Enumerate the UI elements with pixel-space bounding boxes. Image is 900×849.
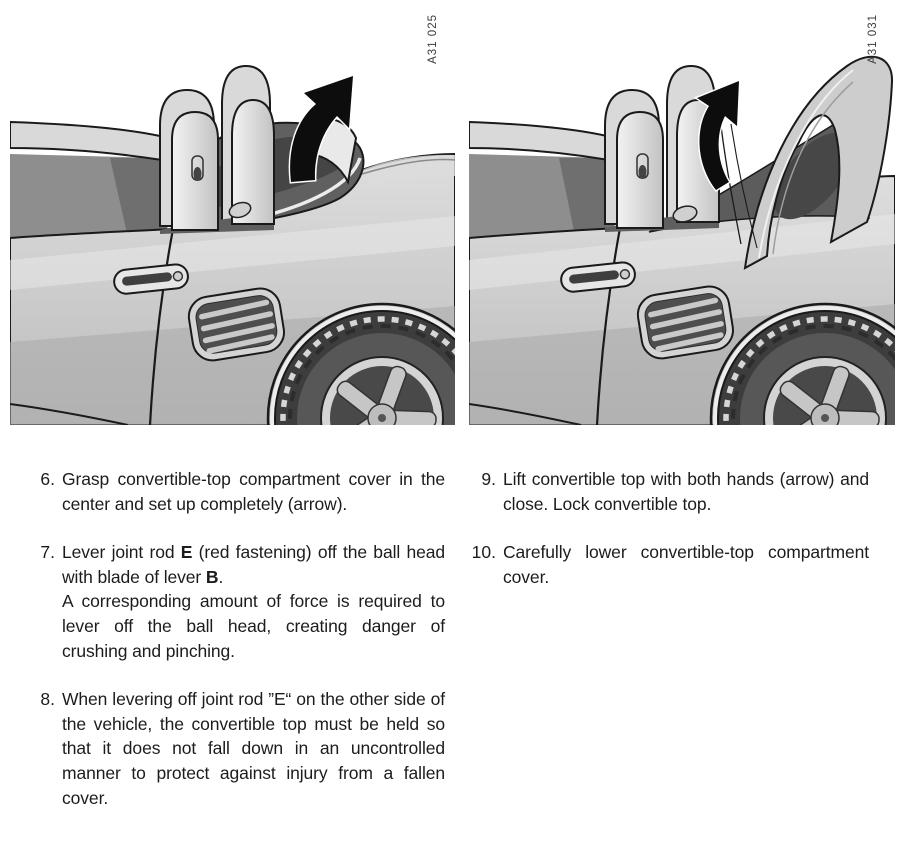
figure-code: A31 031 [867,14,879,64]
door-seam [148,228,175,425]
step-text: Grasp convertible-top compartment cover … [62,469,445,514]
roll-bars-and-headrests [604,64,720,232]
curved-up-arrow-icon [693,78,741,192]
instruction-step: 10. Carefully lower convertible-top compa… [469,540,869,589]
step-number: 10. [471,542,496,563]
step-number: 8. [40,689,55,710]
instructions-left-list: 6. Grasp convertible-top compartment cove… [34,467,445,834]
step-text: Lever joint rod E (red fastening) off th… [62,542,445,661]
instruction-step: 9. Lift convertible top with both hands (… [469,467,869,516]
figure-row: A31 025 [10,8,895,425]
convertible-top-hoop [743,55,894,270]
step-text: Lift convertible top with both hands (ar… [503,469,869,514]
instruction-step: 7. Lever joint rod E (red fastening) off … [34,540,445,663]
side-vent [636,285,734,360]
instructions: 6. Grasp convertible-top compartment cove… [0,467,900,834]
latch-knob [228,201,252,219]
windshield-header [469,120,611,162]
instructions-right-list: 9. Lift convertible top with both hands (… [469,467,869,834]
door-handle [113,263,189,295]
instruction-step: 6. Grasp convertible-top compartment cove… [34,467,445,516]
windshield-header [10,120,164,162]
figure-cover-setup: A31 025 [10,8,455,425]
step-number: 6. [40,469,55,489]
door-seam [595,227,622,425]
step-text: When levering off joint rod ”E“ on the o… [62,689,445,808]
instruction-step: 8. When levering off joint rod ”E“ on the… [34,687,445,810]
figure-code: A31 025 [427,14,439,64]
step-number: 7. [40,542,55,563]
rear-wheel [709,302,895,425]
rear-window-area [774,132,852,220]
step-text: Carefully lower convertible-top compartm… [503,542,869,587]
step-number: 9. [481,469,496,489]
roll-bars-and-headrests [159,64,275,234]
top-linkage [720,125,742,245]
latch-knob [672,205,698,223]
car-rear-illustration-right [469,55,895,425]
door-lock-icon [619,268,631,280]
figure-top-lift: A31 031 [469,8,895,425]
car-rear-illustration-left [10,64,455,425]
side-vent [187,287,285,362]
door-lock-icon [172,270,184,282]
rear-wheel [266,302,455,425]
headrest [231,98,275,225]
door-handle [560,261,636,293]
curved-up-arrow-icon [288,73,355,184]
